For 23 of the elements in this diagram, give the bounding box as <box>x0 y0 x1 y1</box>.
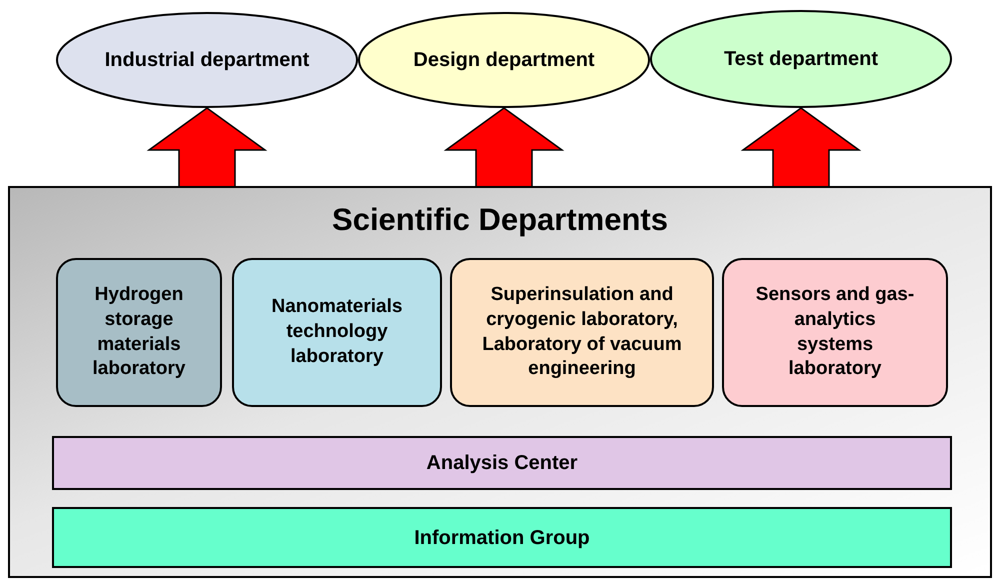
node-label: Design department <box>413 48 595 73</box>
block-arrow <box>740 107 862 187</box>
scientific-departments-panel <box>8 186 992 578</box>
department-ellipse <box>358 12 650 108</box>
node-label: Information Group <box>414 526 590 550</box>
laboratory-box <box>56 258 222 407</box>
node-label: Nanomaterials technology laboratory <box>270 295 404 369</box>
block-arrow <box>146 107 268 187</box>
node-label: Industrial department <box>104 48 310 73</box>
department-ellipse <box>650 10 952 108</box>
group-bar <box>52 507 952 568</box>
node-label: Hydrogen storage materials laboratory <box>92 283 186 382</box>
panel-heading: Scientific Departments <box>332 201 668 239</box>
group-bar <box>52 436 952 490</box>
node-label: Superinsulation and cryogenic laboratory, Laboratory of vacuum engineering <box>481 283 683 382</box>
laboratory-box <box>232 258 442 407</box>
block-arrow <box>444 107 564 187</box>
laboratory-box <box>450 258 714 407</box>
node-label: Test department <box>724 47 878 72</box>
department-ellipse <box>56 12 358 108</box>
node-label: Analysis Center <box>426 451 578 476</box>
laboratory-box <box>722 258 948 407</box>
node-label: Sensors and gas-analytics systems laboratory <box>754 283 916 382</box>
